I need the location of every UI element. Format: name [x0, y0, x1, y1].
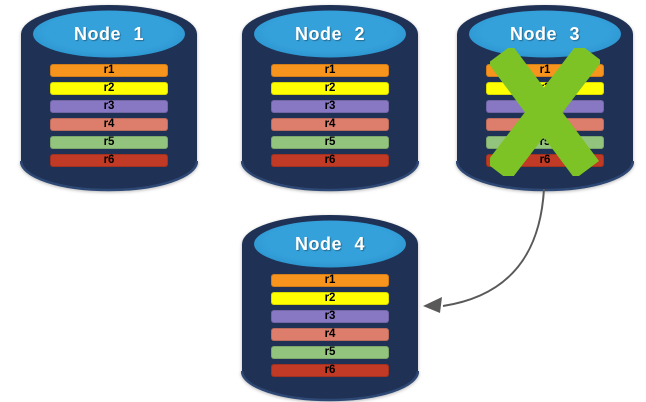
fail-x-icon	[490, 48, 600, 176]
node-3-title: Node 3	[509, 24, 580, 44]
replica-row-r1: r1	[50, 64, 168, 77]
node-4: Node 4 r1 r2 r3 r4 r5 r6	[241, 214, 419, 402]
node-3: Node 3 r1 r2 r3 r4 r5 r6	[456, 4, 634, 192]
replica-row-r6: r6	[271, 154, 389, 167]
node-1-replicas: r1 r2 r3 r4 r5 r6	[50, 64, 168, 172]
replica-row-r4: r4	[271, 118, 389, 131]
replica-row-r2: r2	[50, 82, 168, 95]
node-4-replicas: r1 r2 r3 r4 r5 r6	[271, 274, 389, 382]
replica-row-r6: r6	[271, 364, 389, 377]
node-2-title: Node 2	[294, 24, 365, 44]
replica-row-r6: r6	[50, 154, 168, 167]
replica-row-r2: r2	[271, 292, 389, 305]
node-1-title: Node 1	[73, 24, 144, 44]
replica-row-r3: r3	[271, 100, 389, 113]
replica-row-r1: r1	[271, 64, 389, 77]
replica-row-r1: r1	[271, 274, 389, 287]
node-2-replicas: r1 r2 r3 r4 r5 r6	[271, 64, 389, 172]
replica-row-r2: r2	[271, 82, 389, 95]
replica-row-r5: r5	[271, 346, 389, 359]
replica-row-r4: r4	[271, 328, 389, 341]
replica-row-r5: r5	[50, 136, 168, 149]
replica-row-r5: r5	[271, 136, 389, 149]
node-2: Node 2 r1 r2 r3 r4 r5 r6	[241, 4, 419, 192]
node-4-title: Node 4	[294, 234, 365, 254]
replica-row-r3: r3	[50, 100, 168, 113]
replica-row-r3: r3	[271, 310, 389, 323]
replica-row-r4: r4	[50, 118, 168, 131]
node-1: Node 1 r1 r2 r3 r4 r5 r6	[20, 4, 198, 192]
